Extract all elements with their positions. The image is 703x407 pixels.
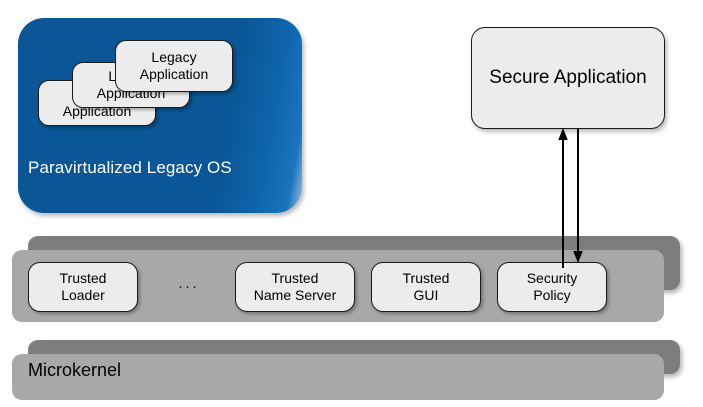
service-trusted-gui-line2: GUI xyxy=(413,287,439,303)
service-trusted-name-server-line2: Name Server xyxy=(253,287,337,303)
service-security-policy-line1: Security xyxy=(526,270,578,286)
legacy-application-1-line1: Legacy xyxy=(151,49,197,65)
microkernel-slab-front xyxy=(12,354,664,400)
secure-application-box: Secure Application xyxy=(471,27,665,129)
service-trusted-gui-line1: Trusted xyxy=(402,270,450,286)
secure-application-line2: Application xyxy=(553,67,647,88)
service-trusted-loader-line1: Trusted xyxy=(59,270,107,286)
microkernel-slab xyxy=(12,340,680,400)
legacy-application-box-1: Legacy Application xyxy=(115,40,233,92)
legacy-application-1-line2: Application xyxy=(139,66,209,82)
legacy-os-label: Paravirtualized Legacy OS xyxy=(28,158,232,177)
service-trusted-name-server-line1: Trusted xyxy=(271,270,319,286)
services-ellipsis: ··· xyxy=(178,278,199,295)
service-box-trusted-name-server: Trusted Name Server xyxy=(235,262,355,312)
microkernel-label: Microkernel xyxy=(28,360,122,380)
service-box-trusted-gui: Trusted GUI xyxy=(371,262,481,312)
service-security-policy-line2: Policy xyxy=(533,287,571,303)
service-box-trusted-loader: Trusted Loader xyxy=(28,262,138,312)
service-box-security-policy: Security Policy xyxy=(497,262,607,312)
service-trusted-loader-line2: Loader xyxy=(61,287,105,303)
secure-application-line1: Secure xyxy=(489,67,550,88)
